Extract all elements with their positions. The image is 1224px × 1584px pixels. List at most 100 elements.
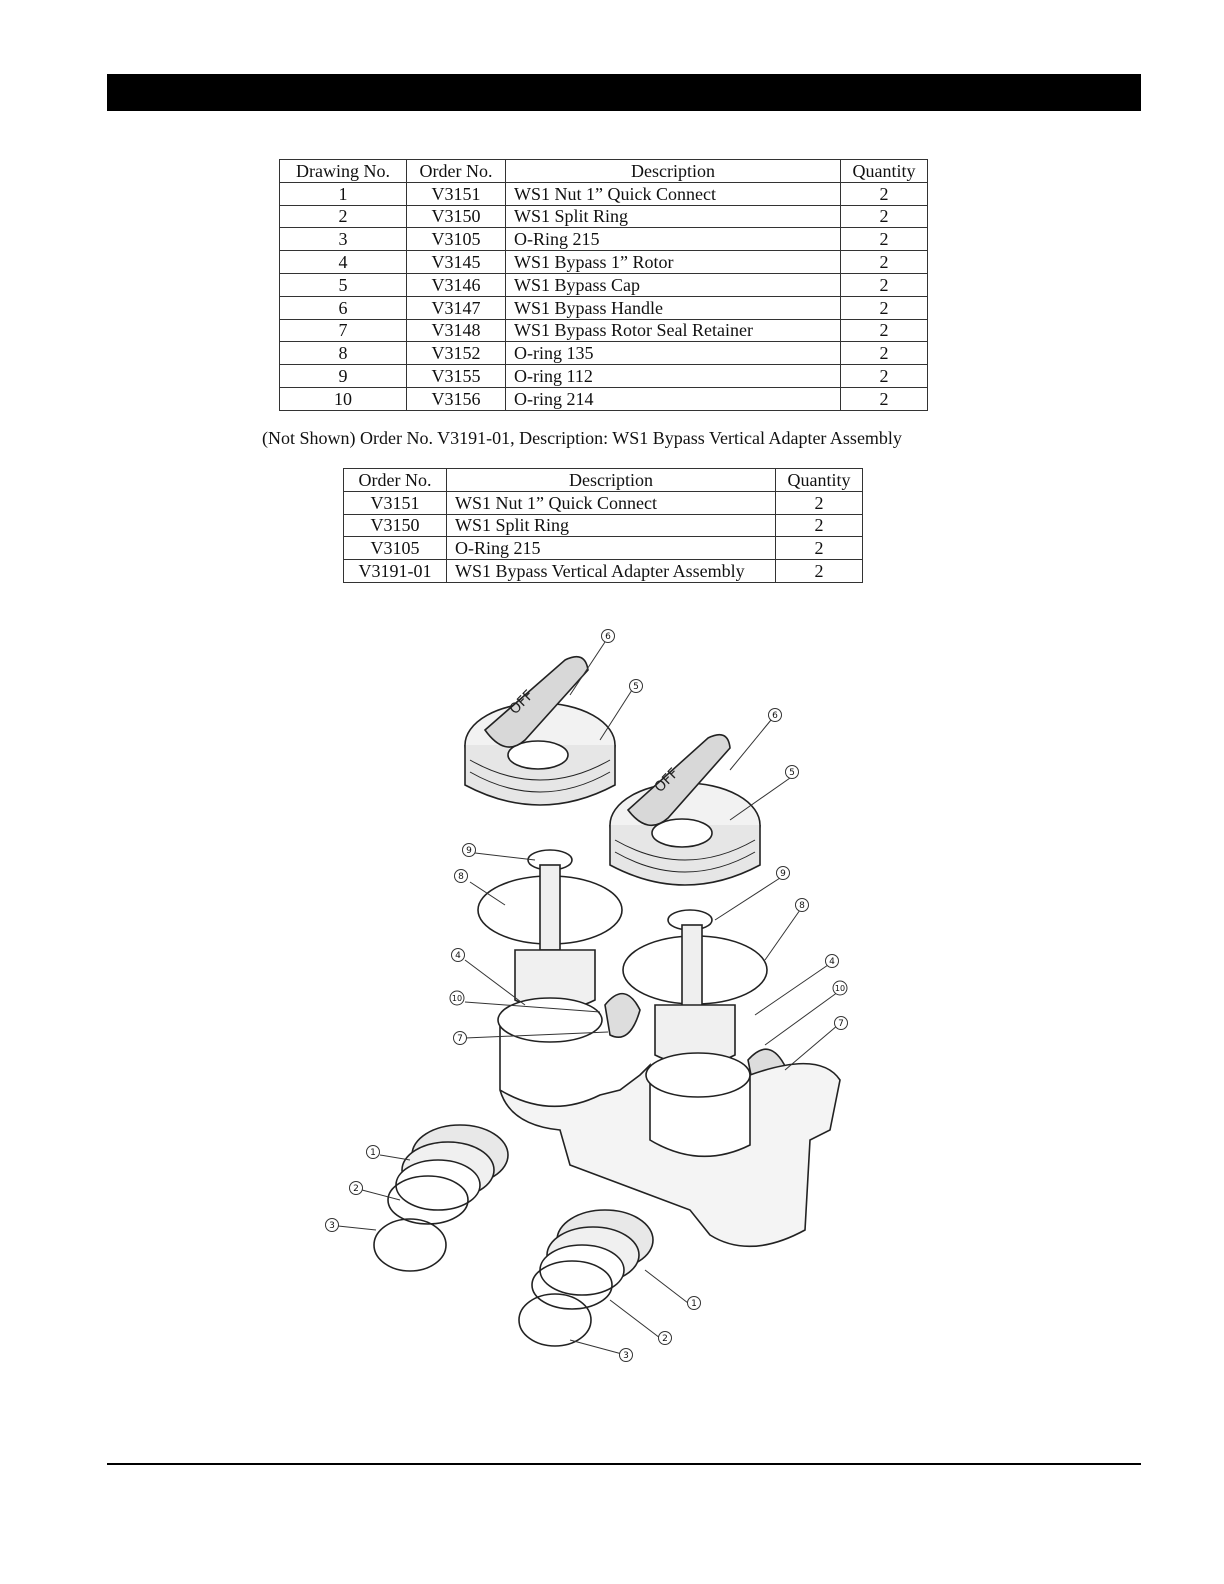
callout-7: 7 [834,1016,848,1030]
header-quantity: Quantity [840,159,928,183]
svg-text:6: 6 [772,711,778,721]
callout-3: 3 [325,1218,339,1232]
svg-text:9: 9 [780,869,786,879]
svg-text:5: 5 [789,768,795,778]
right-rotor [654,924,736,1066]
cell-quantity: 2 [840,204,928,229]
cell-quantity: 2 [840,341,928,366]
header-bar [107,74,1141,111]
right-oring-215 [518,1293,592,1347]
cell-quantity: 2 [775,490,863,515]
cell-drawing-no: 2 [279,204,407,229]
cell-order-no: V3150 [343,513,447,538]
svg-text:4: 4 [455,951,461,961]
cell-quantity: 2 [840,364,928,388]
svg-text:7: 7 [457,1034,463,1044]
svg-text:8: 8 [799,901,805,911]
cell-description: O-ring 112 [505,364,841,388]
svg-text:3: 3 [623,1351,629,1361]
bypass-valve-exploded-drawing: OFF OFF [325,629,848,1362]
callout-5: 5 [785,765,799,779]
cell-quantity: 2 [840,181,928,206]
cell-drawing-no: 1 [279,181,407,206]
cell-quantity: 2 [775,536,863,561]
cell-order-no: V3151 [343,490,447,515]
cell-drawing-no: 9 [279,364,407,388]
callout-1: 1 [687,1296,701,1310]
cell-quantity: 2 [840,227,928,252]
callout-2: 2 [349,1181,363,1195]
cell-description: WS1 Nut 1” Quick Connect [446,490,776,515]
cell-quantity: 2 [840,250,928,274]
cell-description: WS1 Bypass Cap [505,272,841,297]
cell-drawing-no: 7 [279,318,407,343]
svg-text:4: 4 [829,957,835,967]
callout-7: 7 [453,1031,467,1045]
callout-10: 10 [832,980,848,996]
callout-8: 8 [454,869,468,883]
svg-text:6: 6 [605,632,611,642]
parts-table: Drawing No. Order No. Description Quanti… [279,159,928,411]
svg-text:2: 2 [662,1334,668,1344]
cell-description: WS1 Split Ring [446,513,776,538]
cell-drawing-no: 3 [279,227,407,252]
cell-quantity: 2 [775,513,863,538]
cell-description: WS1 Bypass Rotor Seal Retainer [505,318,841,343]
cell-order-no: V3156 [406,386,506,411]
left-split-ring [387,1175,469,1225]
svg-text:8: 8 [458,872,464,882]
cell-description: O-Ring 215 [446,536,776,561]
cell-quantity: 2 [840,318,928,343]
svg-text:3: 3 [329,1221,335,1231]
cell-order-no: V3155 [406,364,506,388]
callout-10: 10 [449,990,465,1006]
header-order-no: Order No. [406,159,506,183]
callout-2: 2 [658,1331,672,1345]
cell-description: WS1 Bypass Handle [505,295,841,320]
cell-description: WS1 Split Ring [505,204,841,229]
left-seal-retainer [604,992,641,1038]
header-order-no: Order No. [343,468,447,492]
table-header-row: Drawing No. Order No. Description Quanti… [279,159,928,183]
cell-order-no: V3151 [406,181,506,206]
cell-description: WS1 Nut 1” Quick Connect [505,181,841,206]
header-quantity: Quantity [775,468,863,492]
cell-description: O-ring 135 [505,341,841,366]
svg-text:7: 7 [838,1019,844,1029]
cell-order-no: V3105 [343,536,447,561]
callout-1: 1 [366,1145,380,1159]
cell-drawing-no: 4 [279,250,407,274]
svg-text:1: 1 [370,1148,376,1158]
cell-order-no: V3146 [406,272,506,297]
bypass-valve-body [497,997,841,1248]
svg-text:10: 10 [452,994,462,1003]
cell-quantity: 2 [775,559,863,583]
cell-quantity: 2 [840,295,928,320]
header-description: Description [505,159,841,183]
cell-order-no: V3145 [406,250,506,274]
cell-drawing-no: 10 [279,386,407,411]
cell-description: O-ring 214 [505,386,841,411]
cell-description: WS1 Bypass 1” Rotor [505,250,841,274]
callout-8: 8 [795,898,809,912]
cell-order-no: V3148 [406,318,506,343]
svg-text:5: 5 [633,682,639,692]
cell-order-no: V3150 [406,204,506,229]
cell-quantity: 2 [840,272,928,297]
svg-text:1: 1 [691,1299,697,1309]
cell-order-no: V3152 [406,341,506,366]
cell-quantity: 2 [840,386,928,411]
callout-5: 5 [629,679,643,693]
svg-text:10: 10 [835,984,845,993]
cell-drawing-no: 5 [279,272,407,297]
cell-drawing-no: 6 [279,295,407,320]
callout-9: 9 [462,843,476,857]
